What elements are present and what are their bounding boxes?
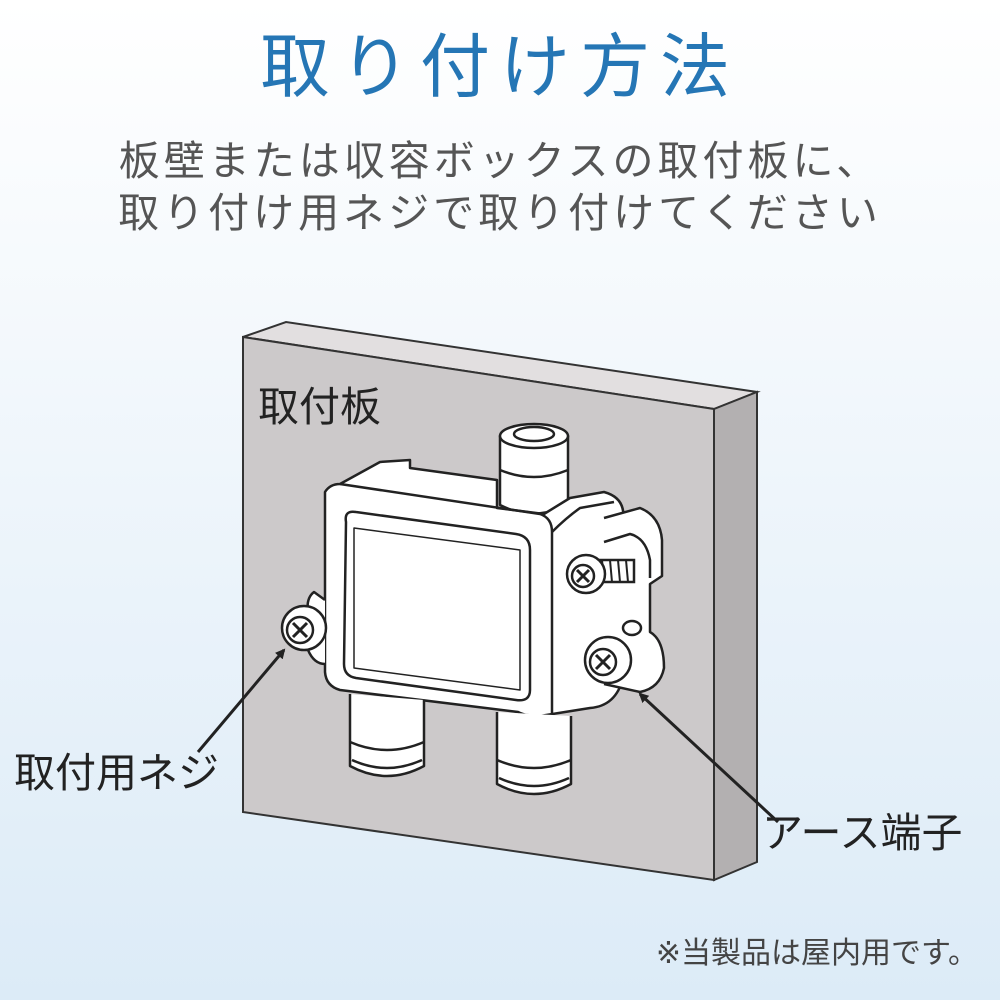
splitter-device xyxy=(306,422,666,796)
screw-leader-arrow xyxy=(196,648,286,753)
indoor-use-note: ※当製品は屋内用です。 xyxy=(655,936,978,971)
output-connector-1 xyxy=(348,694,426,778)
output-connector-2 xyxy=(495,712,573,796)
earth-terminal-screw xyxy=(565,553,636,595)
mounting-plate-label: 取付板 xyxy=(258,383,381,431)
instruction-line-2: 取り付け用ネジで取り付けてください xyxy=(118,189,882,237)
input-connector xyxy=(498,422,570,515)
bracket-screw xyxy=(583,635,633,685)
mounting-screw-label: 取付用ネジ xyxy=(14,749,219,797)
earth-terminal-label: アース端子 xyxy=(762,809,963,857)
page-title: 取り付け方法 xyxy=(260,26,740,108)
mounting-screw xyxy=(280,604,328,652)
instruction-line-1: 板壁または収容ボックスの取付板に、 xyxy=(118,137,882,185)
earth-leader-arrow xyxy=(638,692,780,824)
